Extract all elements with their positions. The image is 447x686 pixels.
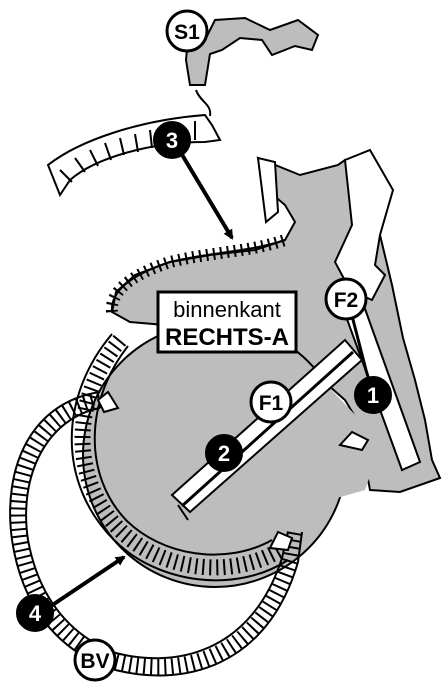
marker-f2-text: F2 xyxy=(334,289,359,312)
top-tape-curve xyxy=(196,90,210,116)
label-line2: RECHTS-A xyxy=(165,324,289,351)
marker-s1: S1 xyxy=(167,11,207,51)
step-marker-4-text: 4 xyxy=(29,601,42,626)
step-marker-1-text: 1 xyxy=(367,383,379,408)
arrow-step4 xyxy=(42,557,124,612)
marker-s1-text: S1 xyxy=(174,21,200,44)
step-marker-2-text: 2 xyxy=(218,441,230,466)
step-marker-3: 3 xyxy=(154,122,190,158)
marker-bv-text: BV xyxy=(80,650,109,673)
step-marker-3-text: 3 xyxy=(166,128,178,153)
marker-bv: BV xyxy=(75,640,115,680)
step-marker-2: 2 xyxy=(206,435,242,471)
step-marker-1: 1 xyxy=(355,377,391,413)
step-marker-4: 4 xyxy=(17,595,53,631)
label-line1: binnenkant xyxy=(173,297,281,322)
arrow-step3 xyxy=(178,148,232,238)
left-fold-top xyxy=(258,158,278,222)
marker-f2: F2 xyxy=(326,279,366,319)
marker-f1: F1 xyxy=(251,382,291,422)
marker-f1-text: F1 xyxy=(259,392,284,415)
